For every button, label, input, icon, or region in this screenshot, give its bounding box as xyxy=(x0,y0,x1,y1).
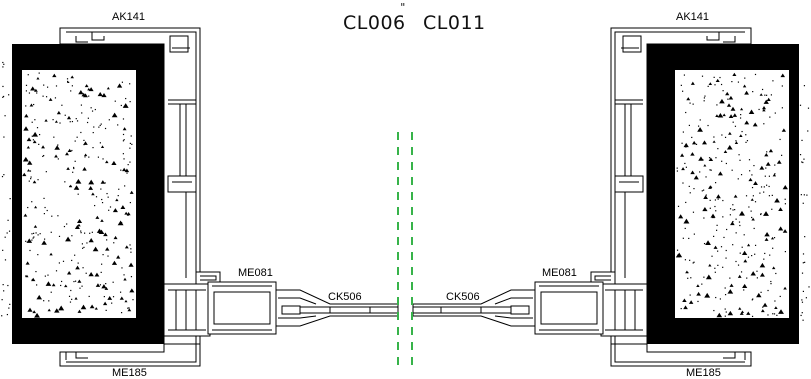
left-insulation-speckle xyxy=(1,61,135,318)
right-assembly xyxy=(412,27,810,367)
left-assembly xyxy=(1,27,399,367)
label-ck506-left: CK506 xyxy=(328,291,362,303)
label-me081-right: ME081 xyxy=(542,267,577,279)
label-ak141-left: AK141 xyxy=(112,11,145,23)
right-insulation xyxy=(675,70,789,318)
label-ak141-right: AK141 xyxy=(676,11,709,23)
right-insulation-speckle xyxy=(675,72,810,321)
label-ck506-right: CK506 xyxy=(446,291,480,303)
left-mullion-me081 xyxy=(163,271,277,337)
right-mullion-me081 xyxy=(534,271,648,337)
label-me185-right: ME185 xyxy=(686,367,721,379)
label-me081-left: ME081 xyxy=(238,267,273,279)
left-insulation xyxy=(22,70,136,318)
label-me185-left: ME185 xyxy=(112,367,147,379)
title-mark: " xyxy=(400,1,406,14)
left-frame-profile xyxy=(59,27,201,367)
title-code-left: CL006 xyxy=(343,12,406,34)
title-code-right: CL011 xyxy=(423,12,486,34)
